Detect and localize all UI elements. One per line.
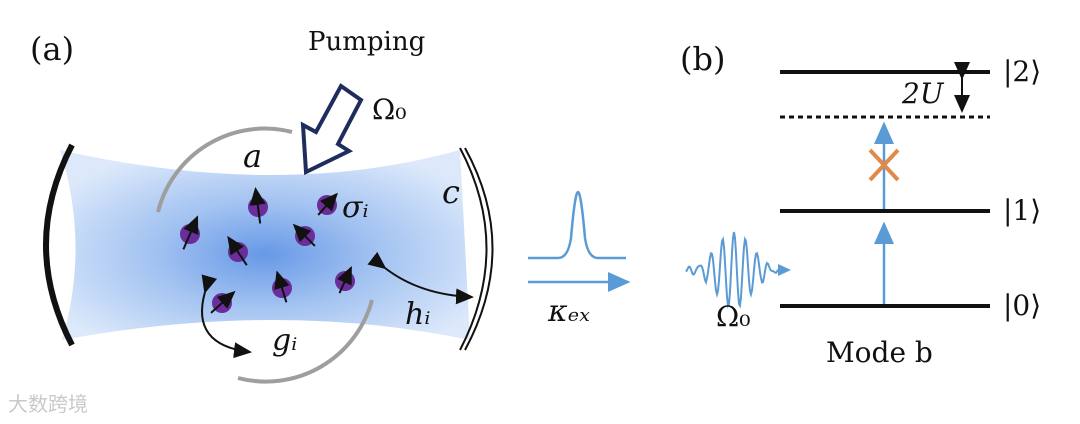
drive-omega-label: Ω₀: [716, 300, 751, 333]
drive-wavepacket: [685, 231, 779, 309]
panel-a-label: (a): [30, 30, 75, 68]
spin-arrow: [182, 215, 199, 250]
spin-arrow: [317, 192, 338, 216]
output-pulse: [528, 190, 626, 260]
spin-arrow: [292, 223, 316, 247]
drive-arrowhead: [778, 264, 791, 276]
pumping-label: Pumping: [308, 27, 426, 57]
watermark: 大数跨境: [8, 392, 88, 416]
level-0-label: |0⟩: [1003, 289, 1042, 322]
h-coupling-arrow: [367, 251, 474, 305]
spin-arrow: [274, 270, 290, 303]
level-2-label: |2⟩: [1003, 55, 1042, 88]
g-coupling-arrow: [201, 274, 252, 359]
mode-b-label: Mode b: [826, 336, 933, 369]
mode-a-arc-top: [156, 126, 293, 213]
pump-arrow: [300, 83, 364, 176]
h-label: hᵢ: [405, 297, 431, 332]
spin-arrow: [337, 265, 352, 294]
mode-c-label: c: [442, 173, 460, 211]
kappa-label: κₑₓ: [548, 294, 590, 329]
spin-arrow: [249, 187, 266, 224]
blockade-cross: [868, 148, 900, 182]
spin-arrow: [227, 235, 248, 266]
right-mirror-inner: [459, 147, 488, 351]
sigma-label: σᵢ: [342, 190, 369, 225]
pump-omega-label: Ω₀: [372, 93, 407, 126]
mode-a-label: a: [243, 137, 263, 175]
right-mirror-outer: [464, 147, 494, 351]
level-1-label: |1⟩: [1003, 194, 1042, 227]
shift-label: 2U: [902, 77, 944, 110]
panel-b-label: (b): [680, 40, 726, 78]
mode-a-arc-bottom: [237, 299, 374, 384]
g-label: gᵢ: [272, 323, 298, 358]
left-mirror: [43, 143, 75, 347]
